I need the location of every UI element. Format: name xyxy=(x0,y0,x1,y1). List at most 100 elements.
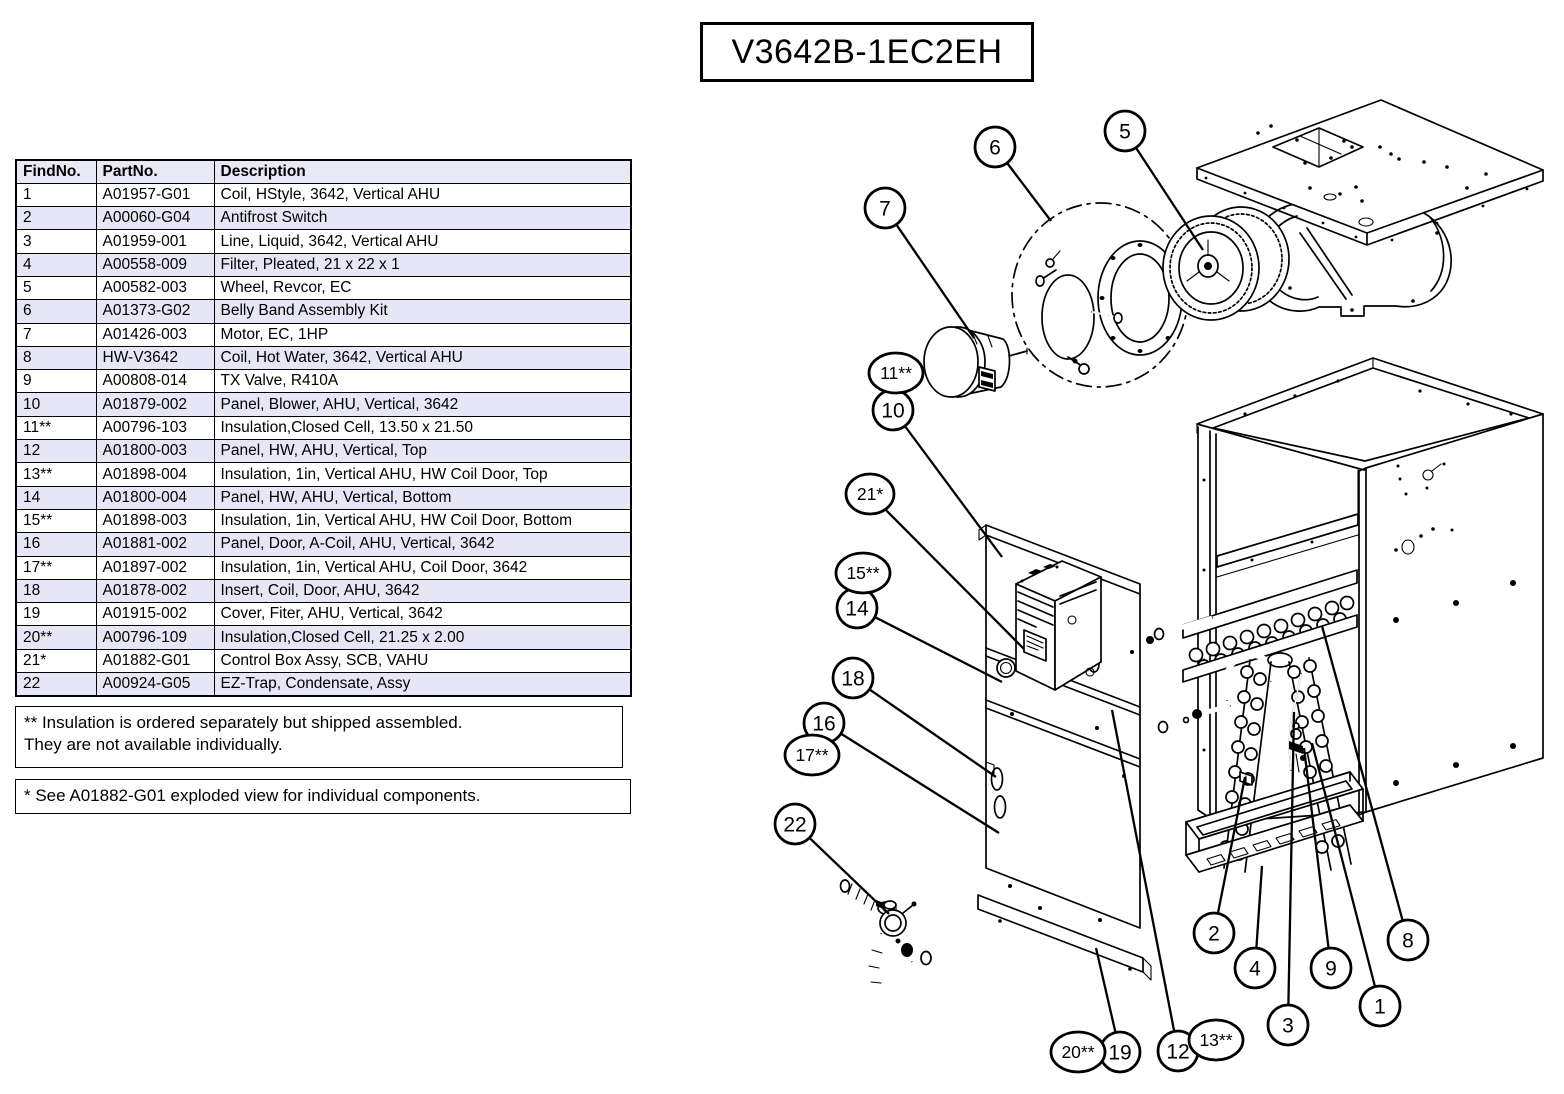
cell-description: Insulation, 1in, Vertical AHU, Coil Door… xyxy=(213,555,632,580)
filter-rack xyxy=(1185,771,1364,873)
callout-label-10: 10 xyxy=(881,400,904,423)
note-line: They are not available individually. xyxy=(24,735,283,755)
callout-label-19: 19 xyxy=(1108,1042,1131,1065)
callout-balloon-21* xyxy=(844,472,896,516)
cell-description: Belly Band Assembly Kit xyxy=(213,299,632,324)
callout-label-5: 5 xyxy=(1119,121,1131,144)
filter-cover xyxy=(977,894,1152,981)
cell-partno: A01879-002 xyxy=(95,392,215,417)
note-line: ** Insulation is ordered separately but … xyxy=(24,713,463,732)
cell-findno: 21* xyxy=(15,648,97,674)
leader-line-5 xyxy=(1124,130,1204,251)
model-title: V3642B-1EC2EH xyxy=(731,32,1003,71)
callout-label-16: 16 xyxy=(812,713,835,736)
cell-description: Panel, HW, AHU, Vertical, Bottom xyxy=(213,485,632,510)
cell-partno: A01959-001 xyxy=(95,229,215,254)
note-line: * See A01882-G01 exploded view for indiv… xyxy=(24,786,481,805)
cell-partno: A01957-G01 xyxy=(95,182,215,208)
callout-balloon-5 xyxy=(1103,109,1147,153)
callout-label-9: 9 xyxy=(1325,958,1337,981)
cell-findno: 18 xyxy=(15,578,97,604)
h-style-coil xyxy=(1219,652,1352,873)
leader-line-18 xyxy=(852,677,997,778)
cell-partno: A01426-003 xyxy=(95,322,215,347)
callout-balloon-7 xyxy=(863,186,907,230)
cell-findno: 5 xyxy=(15,275,97,301)
cell-findno: 16 xyxy=(15,532,97,557)
callout-balloon-18 xyxy=(831,656,875,700)
liquid-line xyxy=(1288,673,1302,771)
leader-line-2 xyxy=(1212,776,1247,934)
ez-trap xyxy=(839,879,932,999)
cabinet xyxy=(1196,357,1544,823)
motor xyxy=(923,326,1028,398)
cell-description: Panel, HW, AHU, Vertical, Top xyxy=(213,439,632,464)
control-box xyxy=(1015,560,1102,691)
callout-label-1: 1 xyxy=(1374,996,1386,1019)
cell-description: Coil, Hot Water, 3642, Vertical AHU xyxy=(213,345,632,371)
callout-balloon-8 xyxy=(1386,918,1430,962)
leader-line-7 xyxy=(884,207,975,339)
callout-label-8: 8 xyxy=(1402,930,1414,953)
callout-label-17**: 17** xyxy=(795,745,828,765)
callout-label-6: 6 xyxy=(989,137,1001,160)
cell-description: Panel, Blower, AHU, Vertical, 3642 xyxy=(213,392,632,417)
cell-partno: A01898-003 xyxy=(95,508,215,534)
cell-partno: A01878-002 xyxy=(95,578,215,604)
callout-label-22: 22 xyxy=(783,814,806,837)
callout-label-11**: 11** xyxy=(880,363,912,383)
leader-line-8 xyxy=(1320,625,1410,941)
cell-partno: A01800-003 xyxy=(95,439,215,464)
cell-description: Control Box Assy, SCB, VAHU xyxy=(213,648,632,674)
callout-label-18: 18 xyxy=(841,668,864,691)
callout-label-14: 14 xyxy=(845,598,869,621)
control-box-note-box: * See A01882-G01 exploded view for indiv… xyxy=(15,779,631,814)
callout-balloon-20** xyxy=(1049,1030,1107,1074)
callout-balloons: 1234567891011**1213**1415**1617**181920*… xyxy=(773,109,1430,1074)
callout-balloon-17** xyxy=(783,733,841,777)
cell-partno: A01915-002 xyxy=(95,602,215,627)
leader-line-9 xyxy=(1302,747,1333,969)
blower-wheel xyxy=(1162,206,1290,321)
cell-findno: 22 xyxy=(15,672,97,697)
callout-label-3: 3 xyxy=(1282,1015,1294,1038)
model-title-box: V3642B-1EC2EH xyxy=(700,22,1034,82)
cell-partno: A00924-G05 xyxy=(95,672,215,697)
callout-balloon-4 xyxy=(1233,946,1277,990)
callout-balloon-11** xyxy=(867,351,925,395)
leader-line-12 xyxy=(1110,709,1180,1052)
leader-line-21* xyxy=(869,493,1025,650)
cell-description: Insulation,Closed Cell, 21.25 x 2.00 xyxy=(213,625,632,650)
cell-description: EZ-Trap, Condensate, Assy xyxy=(213,672,632,697)
belly-band-assembly xyxy=(1011,202,1189,388)
leader-line-16 xyxy=(823,722,1000,834)
leader-lines xyxy=(794,130,1410,1053)
cell-description: Wheel, Revcor, EC xyxy=(213,275,632,301)
callout-label-7: 7 xyxy=(879,198,891,221)
cell-description: Coil, HStyle, 3642, Vertical AHU xyxy=(213,182,632,208)
header-description: Description xyxy=(213,159,632,184)
cell-findno: 14 xyxy=(15,485,97,510)
callout-label-4: 4 xyxy=(1249,958,1261,981)
cell-findno: 6 xyxy=(15,299,97,324)
callout-label-15**: 15** xyxy=(846,563,879,583)
callout-balloon-2 xyxy=(1192,911,1236,955)
cell-description: Insert, Coil, Door, AHU, 3642 xyxy=(213,578,632,604)
blower-top-plate xyxy=(1196,99,1544,246)
callout-balloon-1 xyxy=(1358,984,1402,1028)
cell-partno: A00796-103 xyxy=(95,415,215,441)
cell-description: Antifrost Switch xyxy=(213,206,632,231)
